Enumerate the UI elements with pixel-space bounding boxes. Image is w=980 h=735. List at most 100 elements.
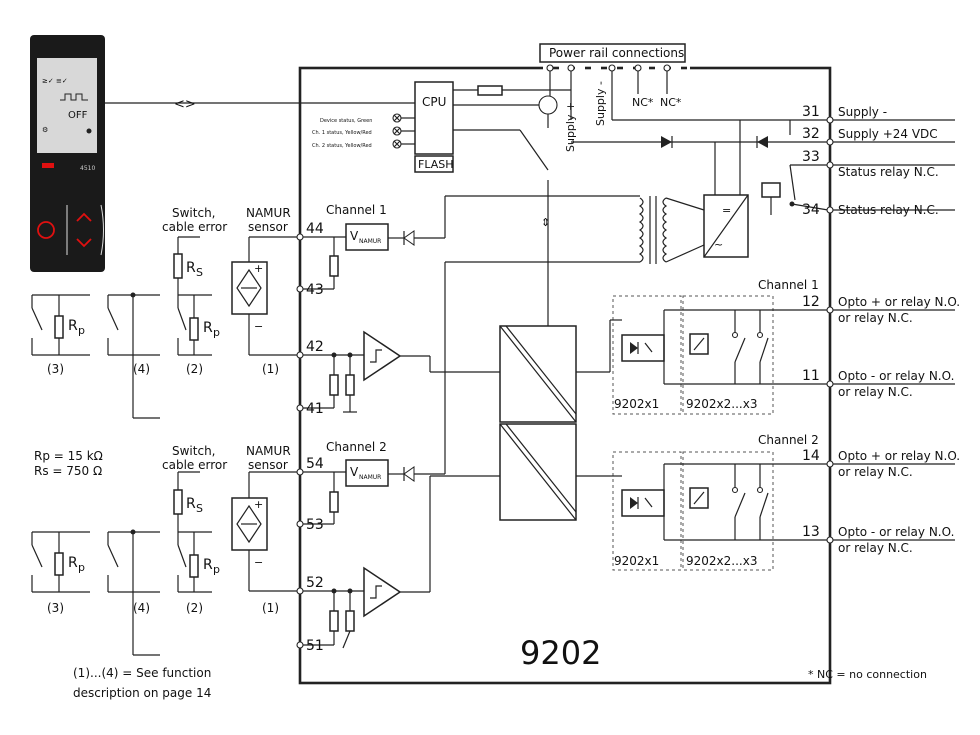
label-opto-plus-1b: or relay N.C. (838, 311, 913, 325)
svg-text:(3): (3) (47, 362, 64, 376)
input-circuits-ch1: Switch, cable error NAMUR sensor +− (1) … (31, 206, 297, 419)
screen-off-text: OFF (68, 110, 88, 121)
svg-text:(2): (2) (186, 362, 203, 376)
svg-text:(4): (4) (133, 601, 150, 615)
flash-box (414, 155, 454, 173)
terminal-14: 14 (802, 448, 820, 464)
svg-text:⇕: ⇕ (541, 216, 550, 229)
svg-text:NAMUR: NAMUR (246, 206, 291, 220)
input-circuits-ch2: Switch, cable error NAMUR sensor +− (1) … (31, 444, 297, 656)
opto-box-ch2 (612, 451, 682, 571)
terminal-52: 52 (306, 575, 324, 591)
power-ring-icon[interactable] (37, 221, 55, 239)
led-ch1-status: Ch. 1 status, Yellow/Red (312, 130, 372, 136)
down-button-icon[interactable] (76, 238, 92, 248)
svg-text:p: p (213, 326, 220, 339)
svg-text:(1): (1) (262, 601, 279, 615)
cpu-label: CPU (422, 95, 446, 109)
opto-box-ch1 (612, 295, 682, 415)
status-relay-coil (761, 182, 781, 198)
label-opto-minus-1b: or relay N.C. (838, 385, 913, 399)
vnamur-ch2 (345, 459, 389, 487)
out-channel2-label: Channel 2 (758, 433, 819, 447)
right-terminals (826, 116, 834, 544)
terminal-11: 11 (802, 368, 820, 384)
svg-text:R: R (68, 318, 78, 334)
label-supply-minus: Supply - (838, 105, 887, 119)
supply-resistor (477, 85, 503, 96)
right-external-wires (833, 119, 955, 541)
function-note-line2: description on page 14 (73, 686, 211, 700)
label-opto-minus-1: Opto - or relay N.O. (838, 369, 954, 383)
transformer-icon (638, 196, 668, 264)
svg-text:+: + (254, 262, 263, 275)
channel2-label: Channel 2 (326, 440, 387, 454)
svg-text:p: p (213, 563, 220, 576)
svg-text:S: S (196, 502, 203, 515)
label-opto-plus-2b: or relay N.C. (838, 465, 913, 479)
screen-settings-icon: ⚙ (42, 126, 48, 134)
label-opto-minus-2b: or relay N.C. (838, 541, 913, 555)
svg-text:R: R (186, 260, 196, 276)
screen-mode-icons: ≥✓ ≡✓ (42, 77, 68, 85)
led-ch2-status: Ch. 2 status, Yellow/Red (312, 143, 372, 149)
svg-text:~: ~ (714, 238, 723, 251)
svg-text:p: p (78, 561, 85, 574)
pulse-icon (60, 93, 88, 101)
relay-label-ch1: 9202x2...x3 (686, 397, 757, 411)
svg-text:sensor: sensor (248, 458, 288, 472)
display-device: OFF ≥✓ ≡✓ ⚙ 4510 (30, 35, 105, 272)
relay-box-ch1 (682, 295, 774, 415)
optocoupler-ch1 (621, 334, 665, 362)
svg-text:−: − (254, 556, 263, 569)
label-status-relay-34: Status relay N.C. (838, 203, 939, 217)
svg-text:=: = (722, 204, 731, 217)
svg-text:Switch,: Switch, (172, 206, 216, 220)
terminal-43: 43 (306, 282, 324, 298)
svg-text:R: R (68, 555, 78, 571)
led-device-status: Device status, Green (320, 118, 372, 124)
led-icons (392, 113, 415, 149)
relay-label-ch2: 9202x2...x3 (686, 554, 757, 568)
up-button-icon[interactable] (76, 212, 92, 222)
nc2-label: NC* (660, 96, 682, 109)
brand-logo (42, 163, 54, 168)
label-status-relay-33: Status relay N.C. (838, 165, 939, 179)
svg-text:(1): (1) (262, 362, 279, 376)
power-rail-label: Power rail connections (549, 46, 684, 60)
device-screen (37, 58, 97, 153)
channel1-label: Channel 1 (326, 203, 387, 217)
label-opto-plus-1: Opto + or relay N.O. (838, 295, 960, 309)
opto-label-ch2: 9202x1 (614, 554, 659, 568)
optocoupler-ch2 (621, 489, 665, 517)
terminal-34: 34 (802, 202, 820, 218)
relay-box-ch2 (682, 451, 774, 571)
svg-text:−: − (254, 320, 263, 333)
svg-text:(3): (3) (47, 601, 64, 615)
comparator-ch1 (363, 330, 402, 382)
terminal-31: 31 (802, 104, 820, 120)
out-channel1-label: Channel 1 (758, 278, 819, 292)
flash-label: FLASH (418, 158, 454, 171)
supply-plus-label: Supply + (564, 102, 577, 152)
svg-text:sensor: sensor (248, 220, 288, 234)
label-opto-minus-2: Opto - or relay N.O. (838, 525, 954, 539)
terminal-32: 32 (802, 126, 820, 142)
terminal-51: 51 (306, 638, 324, 654)
terminal-13: 13 (802, 524, 820, 540)
svg-text:cable error: cable error (162, 458, 227, 472)
svg-text:R: R (203, 557, 213, 573)
svg-text:R: R (186, 496, 196, 512)
svg-text:NAMUR: NAMUR (359, 474, 381, 481)
supply-minus-label: Supply - (594, 81, 607, 126)
footnote-nc: * NC = no connection (808, 668, 927, 681)
transistor-icon (538, 95, 558, 115)
cpu-box (414, 81, 454, 155)
svg-text:+: + (254, 498, 263, 511)
rp-value: Rp = 15 kΩ (34, 449, 103, 463)
left-terminals (296, 233, 304, 649)
svg-text:NAMUR: NAMUR (359, 238, 381, 245)
terminal-53: 53 (306, 517, 324, 533)
nc1-label: NC* (632, 96, 654, 109)
